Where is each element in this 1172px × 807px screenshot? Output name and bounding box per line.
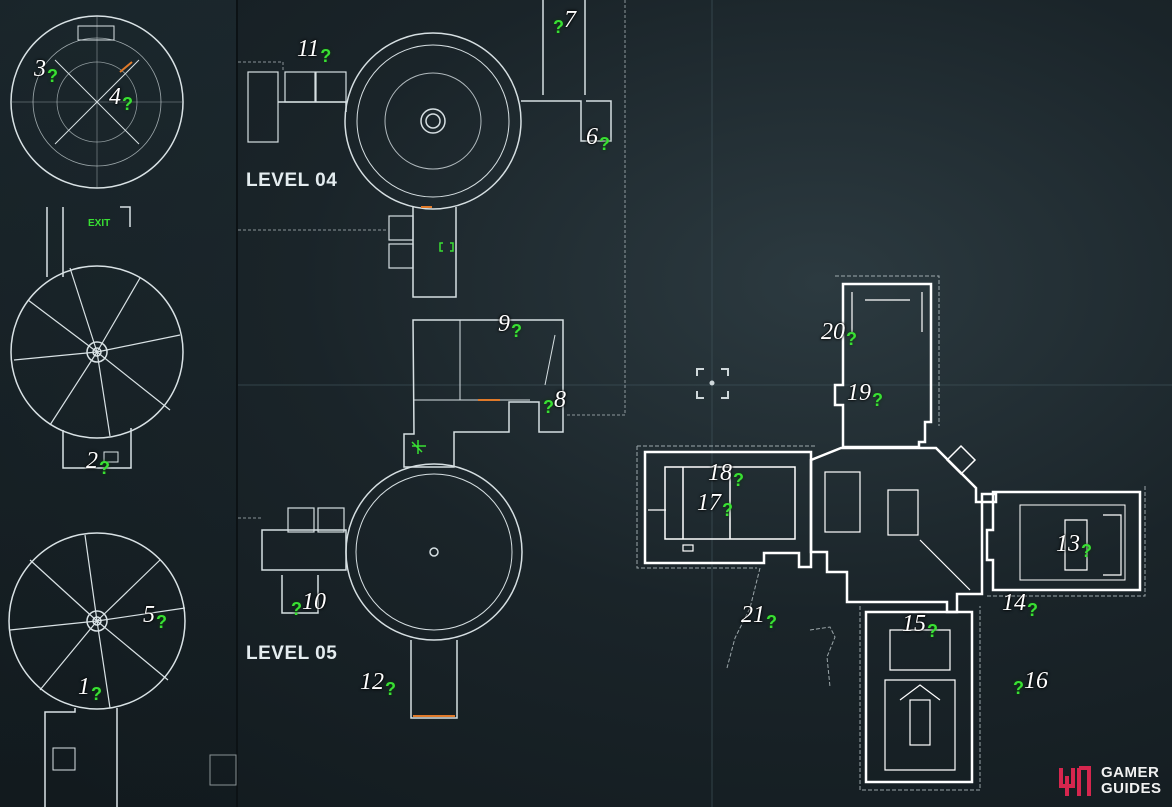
marker-number: 4 [109,84,121,110]
right-complex-outline [636,275,1146,791]
marker-number: 5 [143,602,155,628]
logo-line-1: GAMER [1101,764,1160,781]
riddler-trophy-icon: ? [47,66,58,86]
marker-number: 14 [1002,590,1026,616]
level-04-label: LEVEL 04 [246,170,338,191]
trophy-marker-14[interactable]: 14? [1002,590,1038,619]
riddler-trophy-icon: ? [599,134,610,154]
marker-number: 17 [697,490,721,516]
riddler-trophy-icon: ? [122,94,133,114]
trophy-marker-8[interactable]: ?8 [542,387,566,416]
riddler-trophy-icon: ? [733,470,744,490]
marker-number: 15 [902,611,926,637]
left-bottom-room [8,532,237,807]
riddler-trophy-icon: ? [91,684,102,704]
marker-number: 6 [586,124,598,150]
trophy-marker-5[interactable]: 5? [143,602,167,631]
guide-lines [238,0,1172,807]
riddler-trophy-icon: ? [553,17,564,37]
trophy-marker-18[interactable]: 18? [708,460,744,489]
marker-number: 16 [1024,668,1048,694]
marker-number: 10 [302,589,326,615]
marker-number: 7 [564,7,576,33]
level-05-floorplan [238,319,564,719]
trophy-marker-12[interactable]: 12? [360,669,396,698]
trophy-marker-1[interactable]: 1? [78,674,102,703]
left-middle-room [10,206,184,469]
gamer-guides-watermark: GAMER GUIDES [1057,758,1167,804]
trophy-marker-6[interactable]: 6? [586,124,610,153]
marker-number: 1 [78,674,90,700]
right-complex-floorplan [643,282,1142,784]
riddler-trophy-icon: ? [927,621,938,641]
riddler-trophy-icon: ? [511,321,522,341]
marker-number: 19 [847,380,871,406]
riddler-trophy-icon: ? [766,612,777,632]
marker-number: 12 [360,669,384,695]
logo-line-2: GUIDES [1101,780,1162,797]
trophy-marker-19[interactable]: 19? [847,380,883,409]
trophy-marker-10[interactable]: ?10 [290,589,326,618]
gamer-guides-logo-icon [1059,766,1091,796]
map-crosshair-icon [696,368,729,399]
left-panel [0,0,236,807]
riddler-trophy-icon: ? [1081,541,1092,561]
trophy-marker-11[interactable]: 11? [297,36,331,65]
riddler-trophy-icon: ? [291,599,302,619]
trophy-marker-4[interactable]: 4? [109,84,133,113]
exit-label: EXIT [88,218,111,229]
trophy-marker-16[interactable]: ?16 [1012,668,1048,697]
riddler-trophy-icon: ? [722,500,733,520]
riddler-trophy-icon: ? [872,390,883,410]
trophy-marker-17[interactable]: 17? [697,490,733,519]
marker-number: 11 [297,36,320,62]
trophy-marker-9[interactable]: 9? [498,311,522,340]
riddler-trophy-icon: ? [846,329,857,349]
trophy-marker-13[interactable]: 13? [1056,531,1092,560]
marker-number: 3 [34,56,46,82]
level-04-floorplan [238,0,626,416]
riddler-trophy-icon: ? [99,458,110,478]
left-top-room [10,15,184,189]
riddler-trophy-icon: ? [320,46,332,66]
gamer-guides-text: GAMER GUIDES [1101,765,1162,797]
riddler-trophy-icon: ? [543,397,554,417]
marker-number: 9 [498,311,510,337]
marker-number: 8 [554,387,566,413]
riddler-trophy-icon: ? [1013,678,1024,698]
panel-divider [236,0,238,807]
trophy-marker-20[interactable]: 20? [821,319,857,348]
trophy-marker-15[interactable]: 15? [902,611,938,640]
marker-number: 18 [708,460,732,486]
trophy-marker-2[interactable]: 2? [86,448,110,477]
level-05-label: LEVEL 05 [246,643,338,664]
marker-number: 2 [86,448,98,474]
marker-number: 20 [821,319,845,345]
marker-number: 13 [1056,531,1080,557]
trophy-marker-7[interactable]: ?7 [552,7,576,36]
trophy-marker-3[interactable]: 3? [34,56,58,85]
trophy-marker-21[interactable]: 21? [741,602,777,631]
riddler-trophy-icon: ? [385,679,396,699]
riddler-trophy-icon: ? [156,612,167,632]
marker-number: 21 [741,602,765,628]
riddler-trophy-icon: ? [1027,600,1038,620]
